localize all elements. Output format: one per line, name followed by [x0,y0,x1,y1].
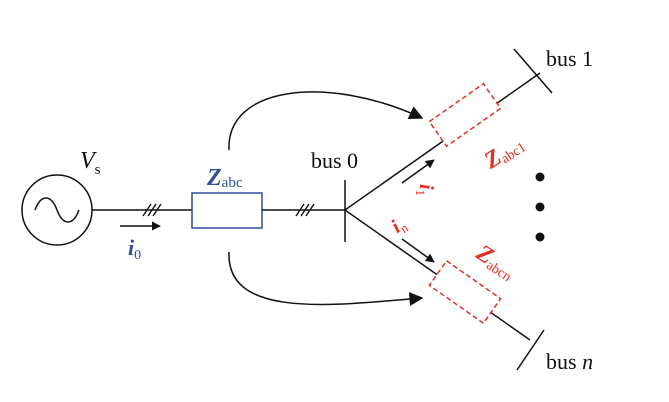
branch1-current-label: i1 [413,184,437,196]
bus1-bar [513,48,553,94]
bus1-label: bus 1 [546,46,593,71]
three-phase-marker-right [295,203,315,217]
branchn-current-arrow [401,238,435,263]
ellipsis-dot-1 [535,172,545,182]
source-voltage-label: Vs [80,148,101,178]
busn-label: bus n [546,349,593,374]
ellipsis-dot-3 [535,232,545,242]
three-phase-marker-left [142,203,162,217]
bus0-label: bus 0 [311,148,358,173]
series-impedance-label: Zabc [206,165,243,191]
branchn-impedance-label: Zabcn [470,239,520,285]
branch1-current-arrow [401,159,435,184]
source-current-label: i0 [128,235,141,263]
ellipsis-dot-2 [535,202,545,212]
branch1-impedance-box [428,82,502,148]
lower-mapping-arrow [228,251,424,306]
sine-wave-icon [34,197,80,223]
busn-bar [516,329,545,371]
branch1-impedance-label: Zabc1 [479,130,529,176]
branchn-impedance-box [428,259,502,325]
series-impedance-box [191,192,263,229]
voltage-source [21,174,93,246]
branchn-current-label: in [387,212,411,239]
upper-mapping-arrow [228,91,424,151]
